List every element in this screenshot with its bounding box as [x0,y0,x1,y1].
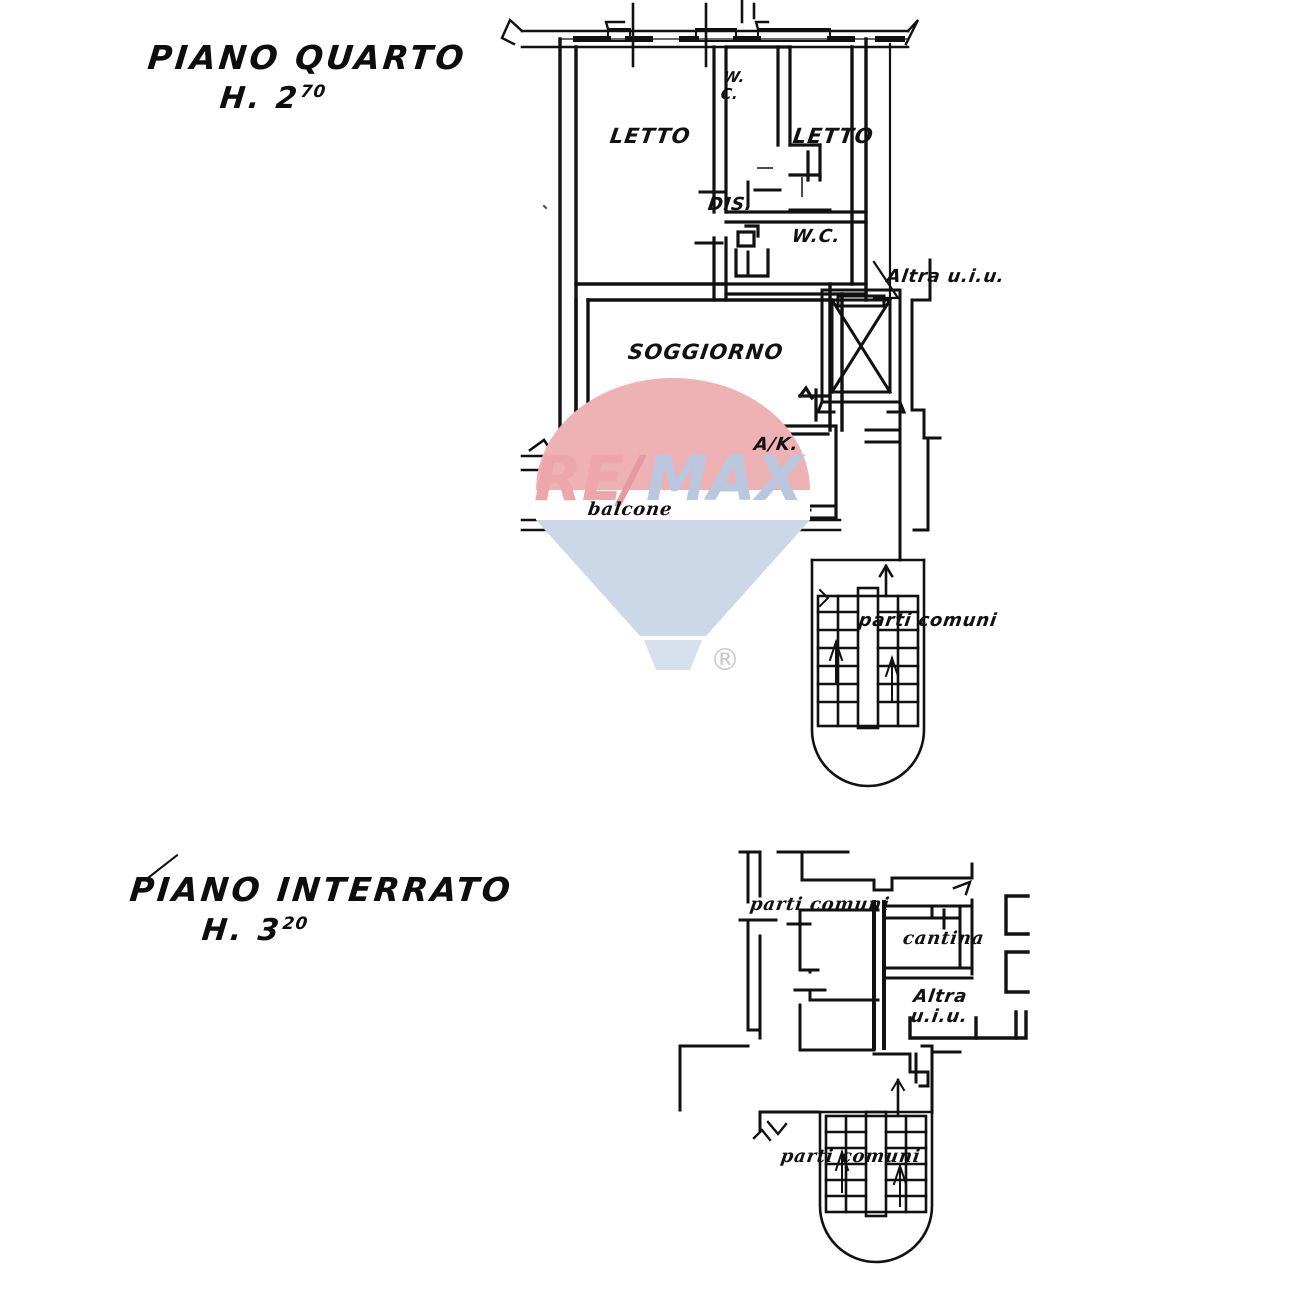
wc-top-line1: W. [722,68,747,86]
basement-top-walls [738,850,974,938]
basement-stairwell [818,1078,934,1264]
stairwell [810,558,926,788]
basement-lower-left [678,934,762,1112]
cantina-walls [882,879,974,980]
annotation-parti-comuni-right: parti comuni [857,610,999,631]
basement-center-room [786,908,880,1052]
wc-top-line2: C. [719,85,740,103]
annotation-parti-comuni-vertical: parti comuni [779,1146,923,1167]
room-label-wc: W.C. [790,226,842,247]
room-label-cantina: cantina [901,928,986,949]
common-corridor [864,258,942,562]
basement-spine-wall [872,900,886,1050]
room-label-cucina: A/K. [752,434,801,455]
piano-quarto-drawing [500,0,942,788]
top-mullions [631,0,756,68]
floor-plan-piano-interrato [660,840,1080,1300]
annotation-altra-uiu-basement: Altra u.i.u. [909,986,971,1027]
altra-line1: Altra [912,986,969,1007]
scan-marks [542,167,803,210]
bedroom-partitions [712,45,822,302]
plan-height-sup-basement: 20 [281,914,310,934]
adjacent-unit-brackets [908,894,1030,1040]
annotation-parti-comuni-top: parti comuni [748,894,892,915]
altra-line2: u.i.u. [909,1006,970,1027]
elevator-shaft [815,288,907,414]
lower-connection-walls [694,438,838,562]
plan-height-value-basement: H. 3 [200,913,284,948]
room-label-dis: DIS. [706,194,755,215]
basement-right-wall [914,1044,962,1114]
top-windows [607,28,831,42]
piano-interrato-drawing [678,850,1030,1264]
door-openings [694,180,832,278]
plan-title-piano-interrato: PIANO INTERRATO H. 320 [127,853,515,948]
plan-title-piano-quarto: PIANO QUARTO H. 270 [145,38,469,116]
plan-height-value: H. 2 [218,81,302,116]
floor-plan-piano-quarto [500,0,1020,800]
plan-title-text: PIANO QUARTO [145,38,469,77]
top-wall-returns [500,17,920,46]
plan-title-text-basement: PIANO INTERRATO [127,870,515,909]
living-room-walls [574,282,844,514]
annotation-altra-uiu-right: Altra u.i.u. [885,266,1007,287]
room-label-soggiorno: SOGGIORNO [626,340,786,364]
plan-height-sup: 70 [299,82,328,102]
balcony-doors [520,438,578,472]
basement-stair-corridor [752,1052,930,1142]
room-label-letto-right: LETTO [791,124,876,148]
room-label-balcone: balcone [586,499,674,520]
room-label-letto-left: LETTO [608,124,693,148]
plan-height-label-basement: H. 320 [128,913,515,948]
room-label-wc-top: W. C. [719,68,747,103]
plan-height-label: H. 270 [146,81,468,116]
right-boundary-line [872,42,901,302]
